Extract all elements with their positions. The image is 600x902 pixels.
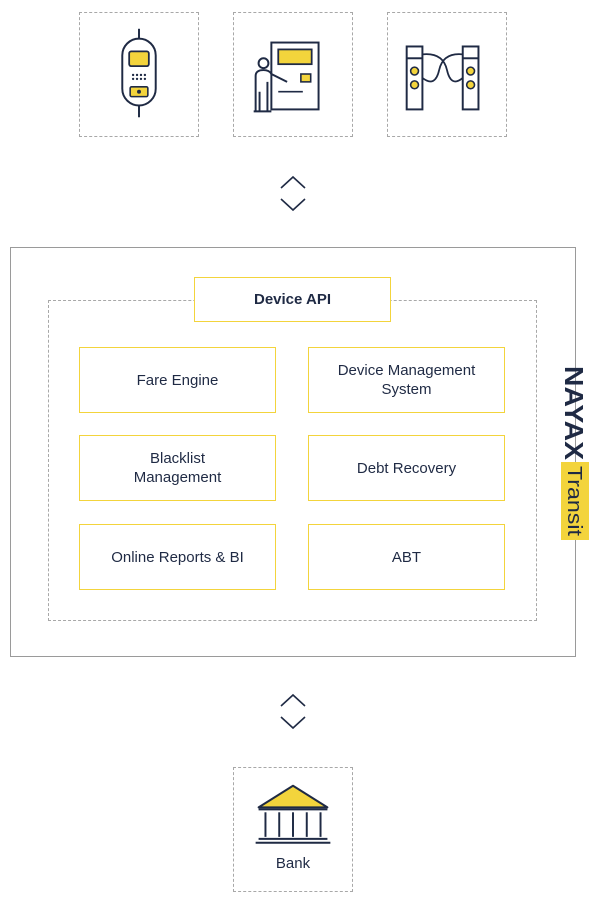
nayax-transit-platform — [10, 247, 576, 657]
module-debt-recovery: Debt Recovery — [308, 435, 505, 501]
nayax-transit-logo: NAYAX Transit — [558, 364, 592, 540]
validator-device-box — [79, 12, 199, 137]
bank-building-icon — [255, 784, 331, 844]
card-validator-icon — [121, 28, 157, 118]
turnstile-gate-icon — [405, 45, 480, 111]
vending-machine-device-box — [233, 12, 353, 137]
module-device-management-system: Device Management System — [308, 347, 505, 413]
device-api-label: Device API — [254, 291, 331, 308]
brand-name-text: NAYAX — [559, 366, 589, 461]
bidirectional-arrows-icon — [277, 173, 309, 213]
bank-box: Bank — [233, 767, 353, 892]
module-fare-engine: Fare Engine — [79, 347, 276, 413]
brand-product-text: Transit — [563, 466, 585, 537]
bidirectional-arrows-icon — [277, 691, 309, 731]
module-abt: ABT — [308, 524, 505, 590]
ticket-vending-machine-icon — [253, 41, 320, 113]
device-api-box: Device API — [194, 277, 391, 322]
module-blacklist-management: Blacklist Management — [79, 435, 276, 501]
bank-label: Bank — [275, 855, 311, 872]
module-online-reports-bi: Online Reports & BI — [79, 524, 276, 590]
turnstile-device-box — [387, 12, 507, 137]
